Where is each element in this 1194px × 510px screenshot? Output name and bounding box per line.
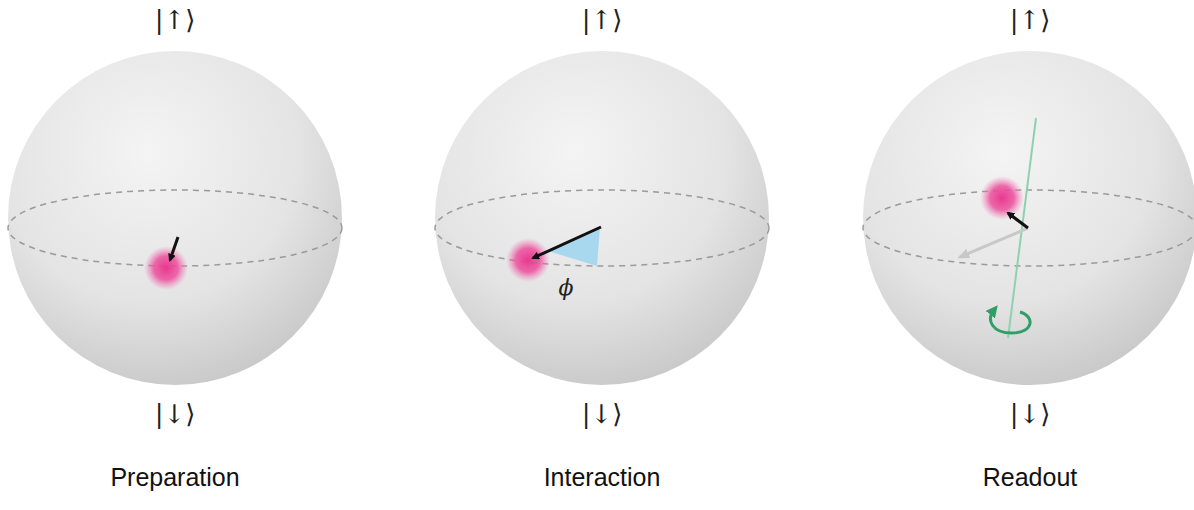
stage-caption: Readout [983, 464, 1078, 492]
state-label: |↑⟩ [1010, 6, 1051, 35]
state-label: |↓⟩ [155, 400, 196, 429]
stage-caption: Preparation [110, 464, 239, 492]
sphere-interaction [435, 51, 769, 385]
angle-label: ϕ [559, 276, 574, 300]
state-label: |↓⟩ [1010, 400, 1051, 429]
sphere-preparation [8, 51, 342, 385]
sphere-readout [863, 51, 1194, 385]
state-label: |↑⟩ [155, 6, 196, 35]
stage-caption: Interaction [544, 464, 661, 492]
state-label: |↓⟩ [582, 400, 623, 429]
state-label: |↑⟩ [582, 6, 623, 35]
